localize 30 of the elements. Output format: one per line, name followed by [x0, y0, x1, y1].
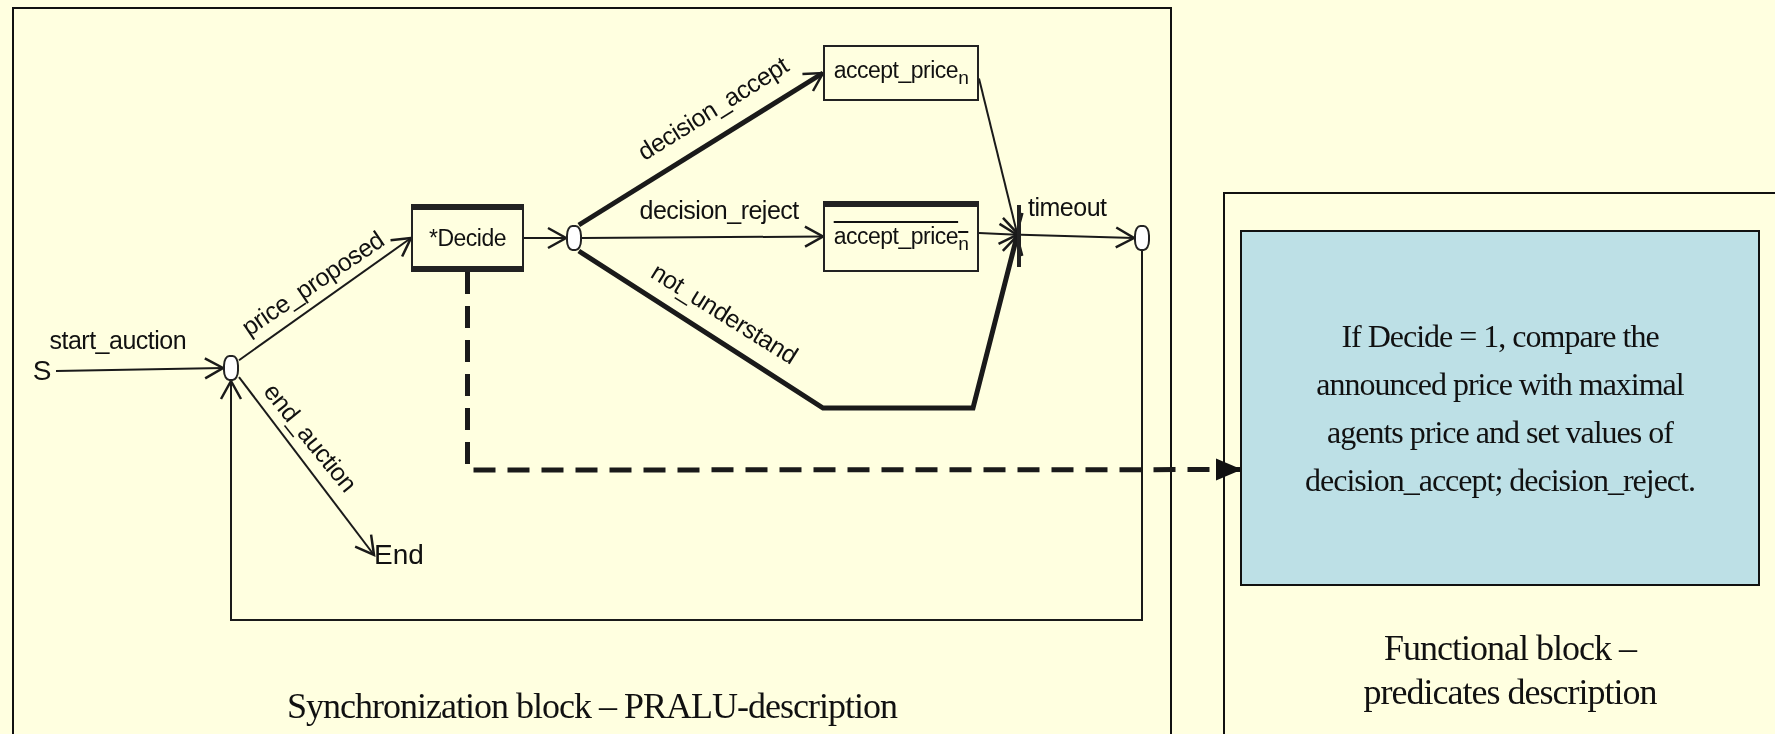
- transition-arrow: [219, 250, 1143, 621]
- state-name: accept_price$_{n}$: [833, 222, 969, 255]
- predicate-box: [1240, 230, 1760, 586]
- state-box: [823, 45, 979, 101]
- dashed-arrow: [465, 272, 1242, 481]
- transition-arrow: [978, 222, 1019, 246]
- state-name: S: [32, 355, 52, 387]
- transition-arrow: [581, 225, 825, 248]
- synchronization-panel: [12, 7, 1172, 734]
- state-name: End: [374, 539, 424, 571]
- state-name: *Decide: [428, 224, 506, 252]
- edge-label: start_auction: [49, 325, 187, 355]
- predicate-text: If Decide = 1, compare the announced price with maximal agents price and set values of decision_accept; decision_reject.: [1304, 317, 1696, 500]
- transition-arrow: [577, 234, 1024, 411]
- edge-label: decision_reject: [639, 195, 799, 225]
- functional-panel: [1223, 192, 1775, 734]
- state-name: accept_price$_{n}$: [833, 57, 969, 89]
- transition-arrow: [978, 77, 1024, 235]
- join-bar: [1017, 205, 1021, 267]
- transition-arrow: [577, 70, 825, 228]
- panel-title: Synchronization block – PRALU-description: [286, 685, 899, 728]
- transition-arrow: [523, 226, 568, 250]
- transition-arrow: [55, 357, 225, 380]
- edge-label: timeout: [1028, 192, 1107, 222]
- transition-arrow: [238, 376, 376, 557]
- state-box: [823, 201, 979, 272]
- transition-arrow: [238, 236, 413, 362]
- transition-arrow: [1020, 226, 1136, 249]
- panel-title: Functional block – predicates description: [1362, 627, 1658, 714]
- state-box: [411, 204, 524, 272]
